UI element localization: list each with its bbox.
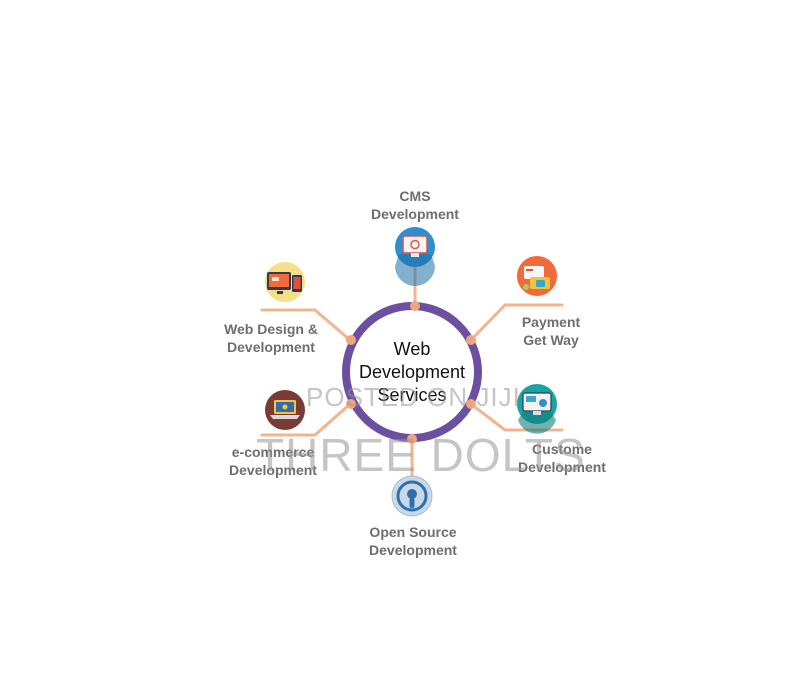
- cms-monitor-icon: [395, 227, 435, 286]
- joint-dot-cms: [410, 301, 420, 311]
- connector-web-design: [260, 308, 352, 342]
- joint-dot-open-source: [407, 434, 417, 444]
- service-label-cms: CMS Development: [371, 188, 459, 222]
- service-label-ecommerce: e-commerce Development: [229, 444, 317, 478]
- joint-dot-ecommerce: [346, 399, 356, 409]
- center-title-line-1: Web: [393, 339, 431, 359]
- open-source-icon: [391, 475, 433, 517]
- joint-dot-payment: [466, 335, 476, 345]
- service-label-web-design: Web Design & Development: [224, 321, 318, 355]
- center-title-line-3: Services: [377, 385, 447, 405]
- service-label-custom: Customе Development: [518, 441, 606, 475]
- custom-monitor-icon: [517, 384, 557, 434]
- center-title-line-2: Development: [358, 362, 466, 382]
- service-label-payment: Payment Get Way: [521, 314, 581, 348]
- ecommerce-laptop-icon: [265, 390, 305, 430]
- service-label-open-source: Open Source Development: [369, 524, 457, 558]
- joint-dot-custom: [466, 399, 476, 409]
- payment-card-icon: [517, 256, 557, 296]
- connector-ecommerce: [260, 402, 352, 437]
- web-design-devices-icon: [265, 262, 305, 302]
- connector-payment: [469, 303, 564, 342]
- center-title: Web Development Services: [359, 338, 465, 407]
- joint-dot-web-design: [346, 335, 356, 345]
